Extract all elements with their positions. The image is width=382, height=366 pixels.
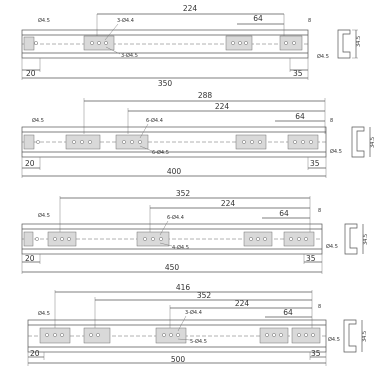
span-dimension-224: 224 (235, 299, 250, 308)
end-height-dim: 8 (308, 18, 311, 24)
end-height-dim: 8 (318, 208, 321, 214)
rail-drawing-450: 352 224 64 8 Ø4.5 6-Ø4.4 4-Ø4.5 Ø4.5 20 (21, 189, 369, 274)
rail-profile (337, 29, 351, 59)
slot-dimension: 64 (283, 308, 293, 317)
hole-callout-top: 3-Ø4.4 (117, 17, 134, 24)
rail-profile (351, 126, 365, 158)
offset-left-dim: 20 (25, 254, 35, 263)
mounting-slot (279, 35, 303, 51)
hole-callout-bottom: 5-Ø4.5 (190, 338, 207, 345)
overall-length-dim: 450 (165, 263, 180, 272)
span-dimension-224: 224 (215, 102, 230, 111)
span-dimension-352: 352 (176, 189, 191, 198)
span-dimension-288: 288 (198, 91, 213, 100)
offset-left-dim: 20 (30, 349, 40, 358)
end-label: Ø4.5 (326, 243, 338, 250)
profile-height-dim: 34.5 (363, 234, 369, 245)
profile-height-dim: 34.5 (362, 331, 368, 342)
rail-profile (344, 223, 358, 255)
hole-callout-bottom: 6-Ø4.5 (152, 149, 169, 156)
rail-drawing-500: 416 352 224 64 8 Ø4.5 3-Ø4.4 5-Ø4.5 Ø4.5 (27, 283, 368, 366)
profile-height-dim: 34.5 (370, 137, 376, 148)
end-label: Ø4.5 (317, 53, 329, 60)
span-dimension-224: 224 (183, 4, 198, 13)
overall-length-dim: 350 (158, 79, 173, 88)
end-label: Ø4.5 (328, 336, 340, 343)
offset-right-dim: 35 (310, 159, 320, 168)
hole-callout-bottom: 3-Ø4.5 (121, 52, 138, 59)
slot-dimension: 64 (295, 112, 305, 121)
offset-right-dim: 35 (293, 69, 303, 78)
end-hole-callout: Ø4.5 (38, 17, 50, 24)
offset-left-dim: 20 (26, 69, 36, 78)
end-hole-callout: Ø4.5 (32, 117, 44, 124)
span-dimension-352: 352 (197, 291, 212, 300)
slot-dimension: 64 (279, 209, 289, 218)
end-hole-callout: Ø4.5 (38, 310, 50, 317)
offset-right-dim: 35 (306, 254, 316, 263)
offset-right-dim: 35 (311, 349, 321, 358)
hole-callout-top: 3-Ø4.4 (185, 309, 202, 316)
hole-callout-bottom: 4-Ø4.5 (172, 244, 189, 251)
end-height-dim: 8 (330, 118, 333, 124)
slot-dimension: 64 (253, 14, 263, 23)
end-label: Ø4.5 (330, 148, 342, 155)
rail-drawing-400: 288 224 64 8 Ø4.5 6-Ø4.4 6-Ø4.5 Ø4.5 20 (21, 91, 376, 178)
rail-profile (343, 319, 357, 353)
offset-left-dim: 20 (25, 159, 35, 168)
rail-drawing-350: 224 64 8 Ø4.5 3-Ø4.4 3-Ø4.5 Ø4.5 20 (21, 4, 362, 88)
hole-callout-top: 6-Ø4.4 (167, 214, 184, 221)
overall-length-dim: 500 (171, 355, 186, 364)
profile-height-dim: 34.5 (356, 36, 362, 47)
end-height-dim: 8 (318, 304, 321, 310)
end-hole-callout: Ø4.5 (38, 212, 50, 219)
span-dimension-416: 416 (176, 283, 191, 292)
span-dimension-224: 224 (221, 199, 236, 208)
overall-length-dim: 400 (167, 167, 182, 176)
hole-callout-top: 6-Ø4.4 (146, 117, 163, 124)
